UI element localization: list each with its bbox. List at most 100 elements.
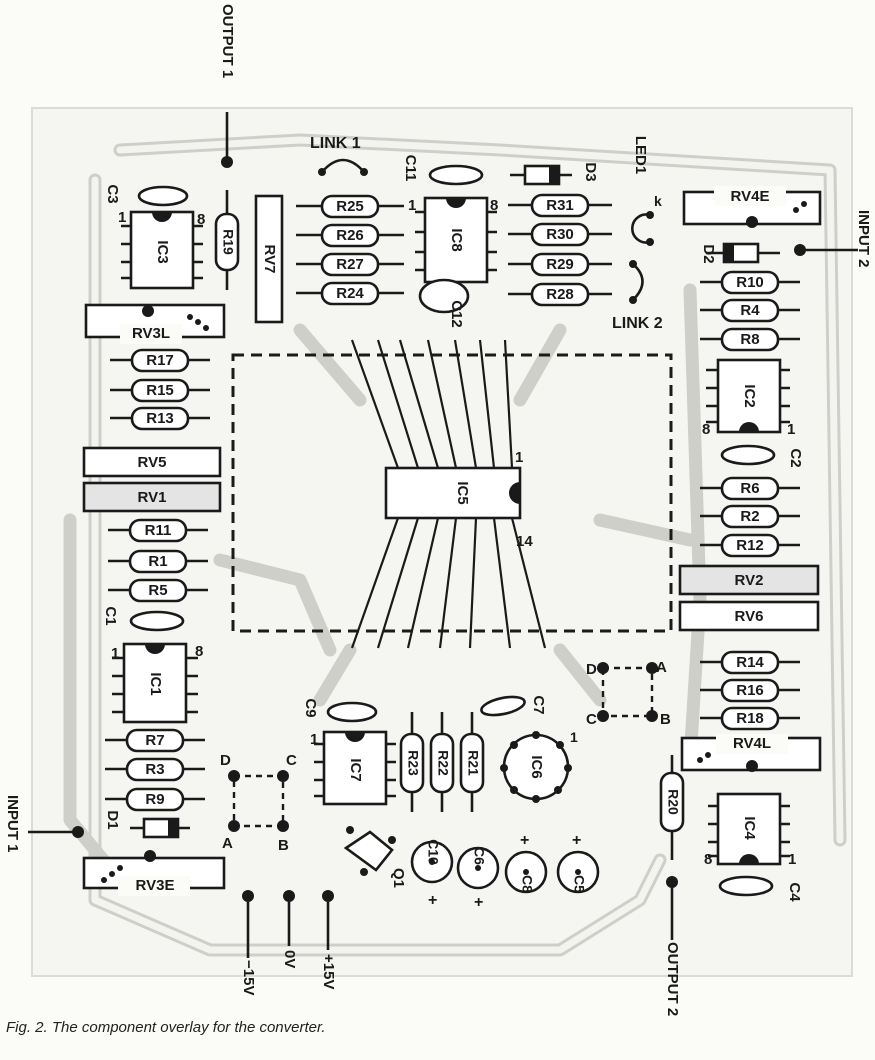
svg-text:R27: R27 — [336, 256, 364, 273]
resistor-r19: R19 — [214, 190, 240, 290]
resistor-r3: R3 — [105, 757, 205, 782]
neg15-pad — [242, 890, 254, 902]
input2-pad — [794, 244, 806, 256]
svg-text:1: 1 — [111, 645, 119, 662]
capacitor-c2: C2 — [720, 444, 804, 468]
svg-text:8: 8 — [490, 197, 498, 214]
resistor-r14: R14 — [700, 650, 800, 675]
svg-text:R11: R11 — [145, 522, 172, 539]
resistor-r1: R1 — [108, 549, 208, 574]
svg-text:IC1: IC1 — [147, 672, 164, 695]
svg-text:R12: R12 — [736, 537, 764, 554]
svg-text:R9: R9 — [145, 791, 164, 808]
capacitor-c5: C5+ — [556, 832, 600, 894]
vertical-resistors: R19 R23 R22 R21 R20 — [214, 190, 685, 860]
resistor-r24: R24 — [296, 281, 404, 306]
svg-text:R14: R14 — [736, 654, 764, 671]
svg-text:C3: C3 — [104, 184, 121, 203]
diode-d2: D2 — [700, 242, 780, 264]
capacitor-c11: C11 — [402, 155, 484, 186]
resistor-r2: R2 — [700, 504, 800, 529]
ic4: IC4 8 1 — [704, 792, 796, 868]
resistor-r22: R22 — [429, 712, 455, 812]
capacitor-c1: C1 — [102, 606, 185, 632]
ic5-pin14-label: 14 — [516, 533, 533, 550]
svg-text:C7: C7 — [530, 695, 547, 714]
link1: LINK 1 — [310, 135, 368, 176]
copper-tracks — [63, 133, 847, 957]
ic5-label: IC5 — [454, 481, 471, 504]
ic6: IC6 1 — [500, 729, 578, 803]
svg-text:A: A — [222, 835, 233, 852]
svg-text:R20: R20 — [665, 789, 681, 815]
led1: LED1 k — [631, 136, 662, 246]
svg-text:R28: R28 — [546, 286, 574, 303]
led1-label: LED1 — [632, 136, 649, 174]
zero-pad — [283, 890, 295, 902]
ic1: IC1 1 8 — [111, 642, 203, 724]
preset-rv1 — [82, 481, 222, 513]
svg-text:Q1: Q1 — [390, 868, 407, 888]
resistor-r8: R8 — [700, 327, 800, 352]
svg-text:D: D — [586, 661, 597, 678]
resistor-r31: R31 — [508, 193, 612, 218]
svg-text:R8: R8 — [740, 331, 759, 348]
link2: LINK 2 — [612, 260, 663, 332]
preset-rv4e-label: RV4E — [731, 188, 770, 205]
preset-rv7 — [254, 194, 284, 324]
resistor-r13: R13 — [110, 406, 210, 431]
svg-text:R5: R5 — [148, 582, 167, 599]
svg-text:IC4: IC4 — [741, 816, 758, 840]
svg-text:C10: C10 — [425, 839, 441, 865]
resistor-r6: R6 — [700, 476, 800, 501]
svg-text:1: 1 — [118, 209, 126, 226]
input2-label: INPUT 2 — [855, 210, 872, 268]
preset-rv5-label: RV5 — [138, 454, 167, 471]
resistor-r15: R15 — [110, 378, 210, 403]
svg-text:IC2: IC2 — [741, 384, 758, 407]
q1-transistor: Q1 — [343, 826, 407, 888]
resistor-r5: R5 — [108, 578, 208, 603]
svg-text:C9: C9 — [302, 698, 319, 717]
svg-text:A: A — [656, 659, 667, 676]
resistor-r26: R26 — [296, 223, 404, 248]
svg-text:D3: D3 — [582, 162, 599, 181]
svg-text:C8: C8 — [519, 875, 535, 893]
svg-text:+: + — [520, 832, 529, 849]
preset-rv3e-label: RV3E — [136, 877, 175, 894]
resistor-r7: R7 — [105, 728, 205, 753]
ic5-body — [384, 466, 522, 520]
resistor-r30: R30 — [508, 222, 612, 247]
zero-label: 0V — [281, 950, 298, 969]
preset-rv6-label: RV6 — [735, 608, 764, 625]
resistor-r28: R28 — [508, 282, 612, 307]
svg-text:R17: R17 — [146, 352, 174, 369]
svg-text:R2: R2 — [740, 508, 759, 525]
svg-text:R3: R3 — [145, 761, 164, 778]
resistor-r4: R4 — [700, 298, 800, 323]
output1-label: OUTPUT 1 — [219, 4, 236, 79]
resistors: R17 R15 R13 R11 R1 R5 R7 R3 R9 R25 R26 R… — [105, 193, 800, 812]
output1-pad — [221, 156, 233, 168]
output2-pad — [666, 876, 678, 888]
svg-text:1: 1 — [310, 731, 318, 748]
jumper-block-right: D A C B — [586, 659, 671, 728]
svg-text:R29: R29 — [546, 256, 574, 273]
ic5-area: IC5 1 14 — [231, 339, 673, 649]
svg-text:R21: R21 — [465, 750, 481, 776]
svg-text:R26: R26 — [336, 227, 364, 244]
svg-text:C: C — [586, 711, 597, 728]
input1-label: INPUT 1 — [4, 795, 21, 853]
link2-label: LINK 2 — [612, 315, 663, 332]
svg-text:C4: C4 — [786, 882, 803, 902]
svg-text:C1: C1 — [102, 606, 119, 625]
svg-text:IC6: IC6 — [528, 755, 545, 778]
pos15-pad — [322, 890, 334, 902]
capacitor-c12: C12 — [418, 278, 470, 328]
svg-text:IC3: IC3 — [154, 240, 171, 263]
svg-text:R25: R25 — [336, 198, 364, 215]
neg15-label: −15V — [240, 960, 257, 996]
jumper-block-left: D C A B — [220, 752, 297, 854]
svg-text:R6: R6 — [740, 480, 759, 497]
svg-text:R23: R23 — [405, 750, 421, 776]
